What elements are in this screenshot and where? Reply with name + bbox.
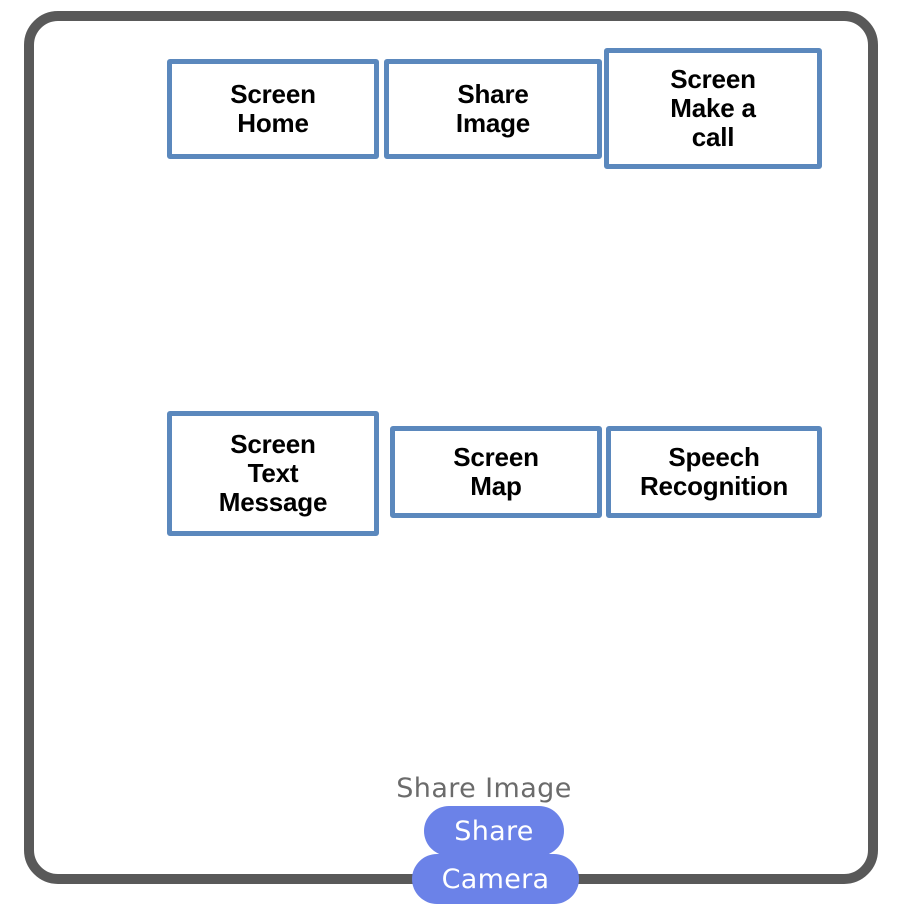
share-option-camera[interactable]: Camera bbox=[412, 854, 579, 904]
flow-box-screen-text-message-label: Screen Text Message bbox=[218, 428, 328, 518]
share-option-share-label: Share bbox=[454, 815, 534, 847]
share-option-share[interactable]: Share bbox=[424, 806, 564, 856]
flow-box-screen-text-message[interactable]: Screen Text Message bbox=[167, 411, 379, 536]
share-option-camera-label: Camera bbox=[441, 863, 550, 895]
flow-box-share-image[interactable]: Share Image bbox=[384, 59, 602, 159]
flow-box-screen-map[interactable]: Screen Map bbox=[390, 426, 602, 518]
share-sheet: Share Image Share Camera bbox=[34, 773, 900, 908]
device-frame: Screen Home Share Image Screen Make a ca… bbox=[24, 11, 878, 904]
flow-box-screen-make-a-call[interactable]: Screen Make a call bbox=[604, 48, 822, 169]
flow-box-screen-home-label: Screen Home bbox=[230, 78, 316, 138]
share-sheet-title: Share Image bbox=[396, 773, 572, 804]
flow-box-speech-recognition-label: Speech Recognition bbox=[639, 441, 788, 501]
flow-box-speech-recognition[interactable]: Speech Recognition bbox=[606, 426, 822, 518]
flow-box-share-image-label: Share Image bbox=[455, 78, 531, 138]
flow-box-screen-make-a-call-label: Screen Make a call bbox=[670, 63, 756, 153]
flow-box-screen-home[interactable]: Screen Home bbox=[167, 59, 379, 159]
flow-box-screen-map-label: Screen Map bbox=[453, 441, 539, 501]
